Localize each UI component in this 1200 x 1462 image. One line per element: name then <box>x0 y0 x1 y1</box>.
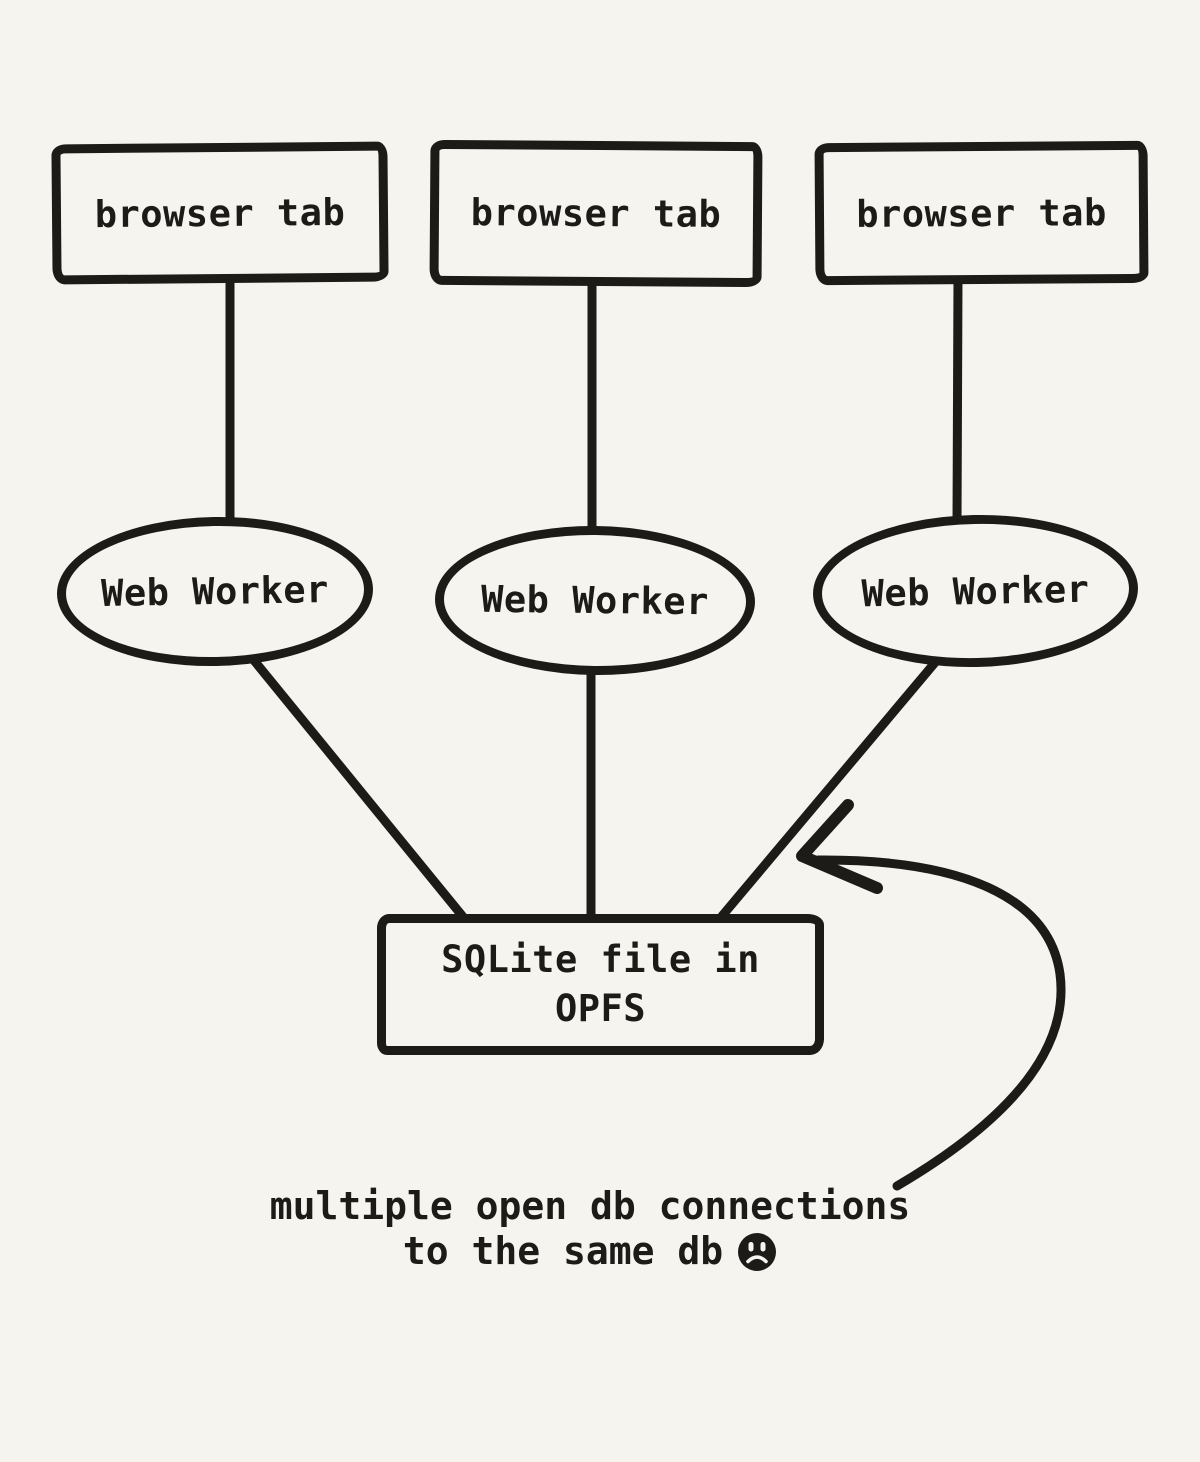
node-web-worker-3: Web Worker <box>811 511 1140 671</box>
web-worker-label: Web Worker <box>861 567 1090 615</box>
node-web-worker-2: Web Worker <box>434 524 756 677</box>
caption-line1: multiple open db connections <box>269 1184 911 1228</box>
caption-line2-text: to the same db <box>402 1229 724 1274</box>
sqlite-label-line2: OPFS <box>554 986 647 1030</box>
node-web-worker-1: Web Worker <box>55 514 375 669</box>
browser-tab-label: browser tab <box>470 191 722 236</box>
edge-tab3-worker3 <box>952 274 963 527</box>
browser-tab-label: browser tab <box>94 190 346 236</box>
web-worker-label: Web Worker <box>480 577 710 624</box>
caption: multiple open db connections to the same… <box>0 1184 1180 1274</box>
node-browser-tab-3: browser tab <box>814 140 1149 286</box>
web-worker-label: Web Worker <box>100 568 330 615</box>
browser-tab-label: browser tab <box>856 190 1107 236</box>
node-sqlite-file: SQLite file in OPFS <box>377 914 824 1055</box>
edge-worker1-sqlite <box>247 653 469 923</box>
sqlite-label-line1: SQLite file in <box>441 938 760 982</box>
caption-line2: to the same db <box>403 1229 777 1274</box>
edge-worker3-sqlite <box>717 654 943 921</box>
frowning-face-icon <box>738 1232 777 1271</box>
node-browser-tab-2: browser tab <box>429 139 763 288</box>
node-browser-tab-1: browser tab <box>51 141 389 285</box>
annotation-arrow-shaft <box>813 855 1066 1191</box>
annotation-arrow-head <box>796 799 883 894</box>
